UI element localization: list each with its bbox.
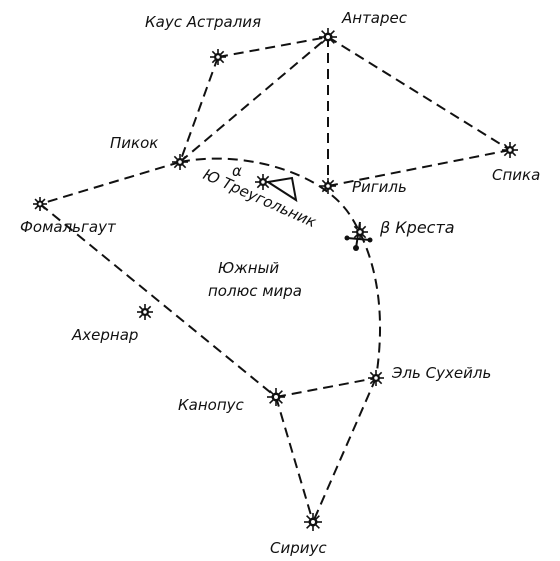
star-alpha-tri [255, 174, 271, 190]
connection-lines [39, 36, 511, 523]
label-sirius: Сириус [270, 539, 327, 557]
star-fomalgaut [33, 197, 47, 211]
crux-figure [344, 221, 373, 251]
label-pole-line2: полюс мира [208, 282, 302, 300]
line-pikok-antares [179, 36, 329, 163]
star-rigil [320, 178, 336, 194]
label-fomalgaut: Фомальгаут [20, 218, 117, 236]
star-kaus [210, 49, 226, 65]
label-alpha: α [232, 162, 242, 180]
label-el-suheil: Эль Сухейль [391, 364, 491, 382]
star-el-suheil [368, 370, 384, 386]
label-ahernar: Ахернар [71, 326, 138, 344]
label-southern-triangle: Ю Треугольник [200, 165, 319, 231]
label-kaus: Каус Астралия [145, 13, 261, 31]
star-spika [502, 142, 518, 158]
label-antares: Антарес [341, 9, 408, 27]
label-pole-line1: Южный [218, 259, 279, 277]
line-fomalgaut-kanopus [39, 203, 277, 398]
star-pikok [172, 154, 188, 170]
star-kanopus [267, 388, 285, 406]
southern-triangle-shape [265, 176, 298, 203]
star-ahernar [137, 304, 153, 320]
line-pikok-fomalgaut [39, 161, 181, 205]
line-kaus-pikok [179, 56, 219, 163]
line-kanopus-elsuheil [275, 377, 377, 398]
star-antares [319, 28, 337, 46]
label-kanopus: Канопус [178, 396, 245, 414]
star-beta-crucis [352, 224, 368, 240]
line-kaus-antares [217, 36, 329, 58]
label-spika: Спика [492, 166, 540, 184]
line-elsuheil-sirius [312, 377, 377, 523]
line-kanopus-sirius [275, 396, 314, 523]
star-sirius [304, 513, 322, 531]
arc-pikok-crux-elsuheil [179, 157, 382, 379]
label-beta-crucis: β Креста [379, 218, 455, 237]
line-antares-spika [327, 36, 511, 151]
stars [33, 28, 518, 531]
label-rigil: Ригиль [352, 178, 407, 196]
label-pikok: Пикок [110, 134, 158, 152]
